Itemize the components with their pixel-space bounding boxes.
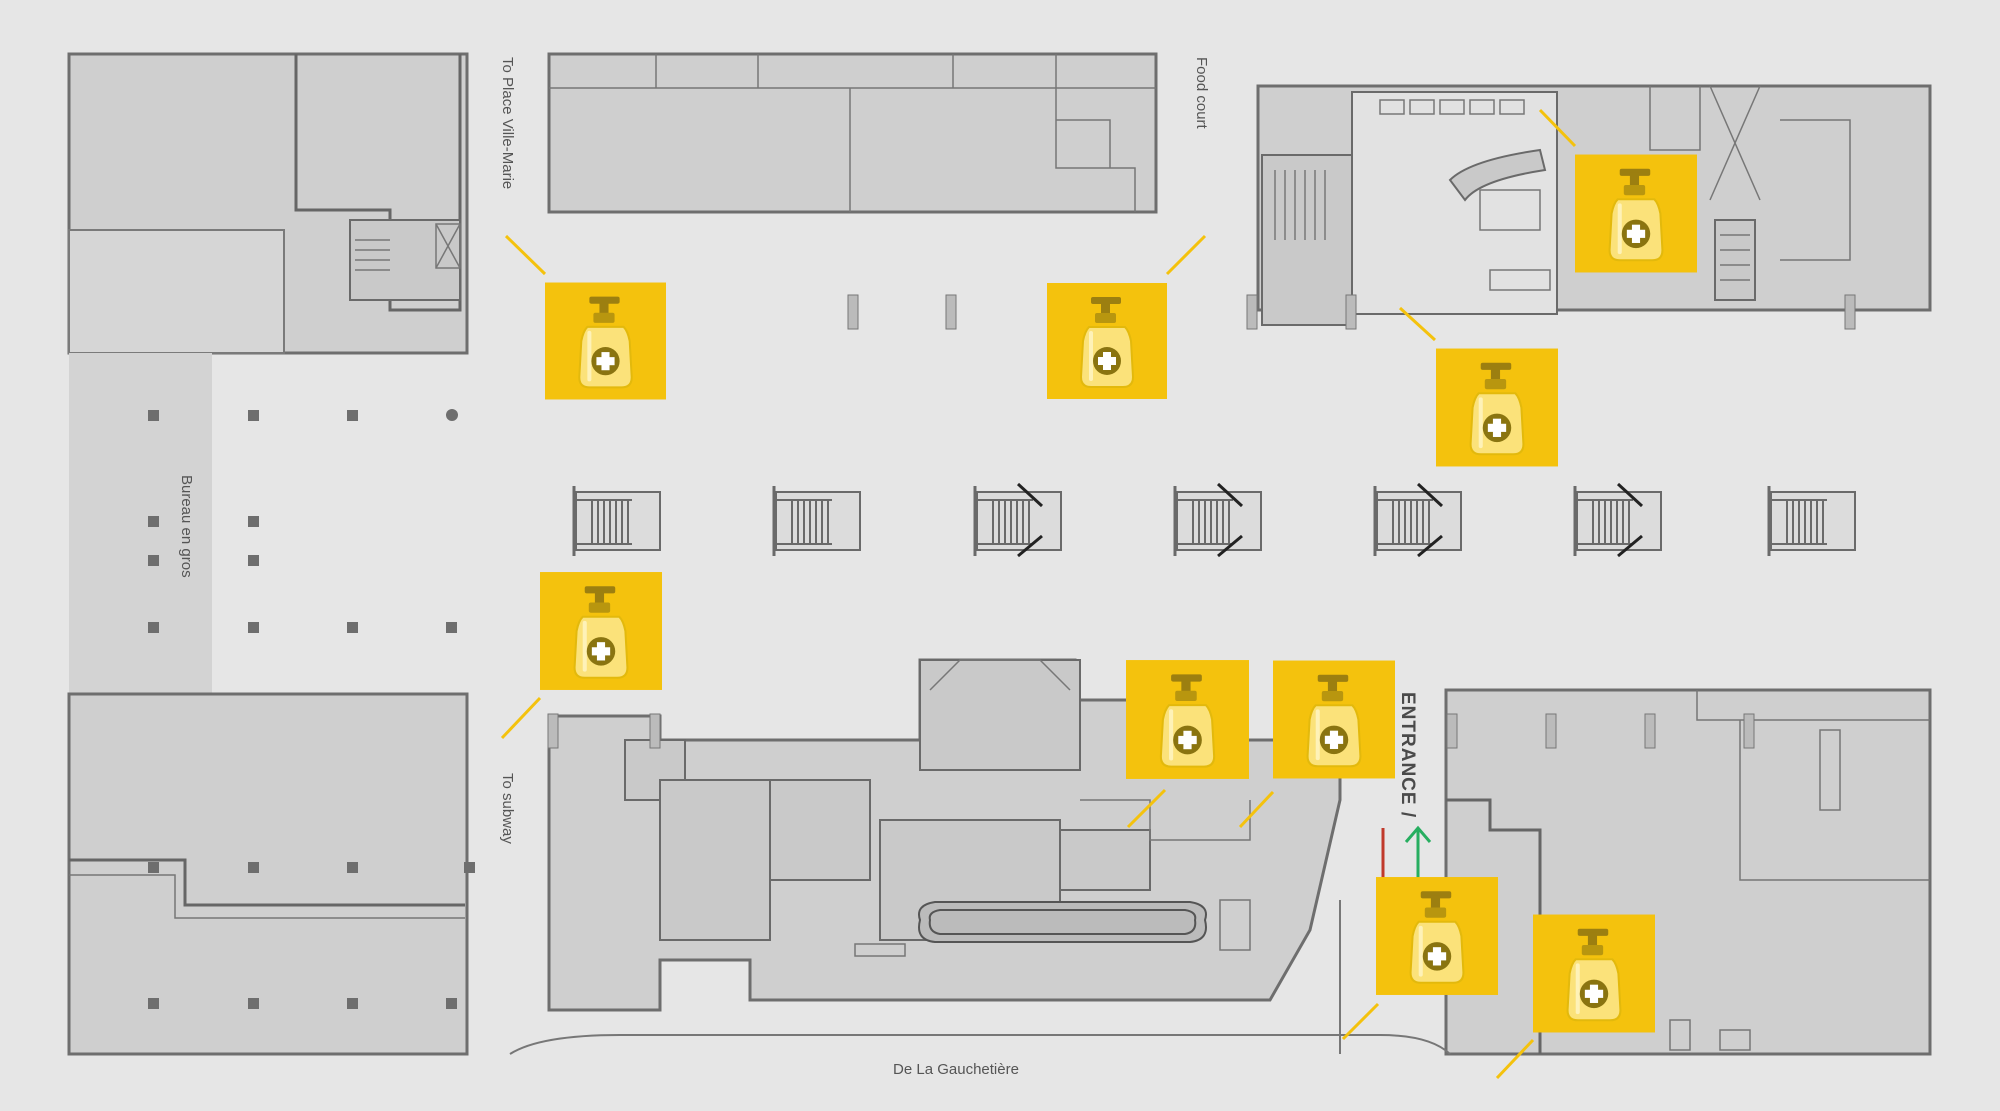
label-food-court: Food court	[1193, 57, 1210, 130]
escalator	[1173, 484, 1263, 558]
hand-sanitizer-icon[interactable]	[1575, 155, 1697, 273]
hand-sanitizer-icon[interactable]	[1047, 283, 1167, 399]
hand-sanitizer-icon[interactable]	[1436, 349, 1558, 467]
escalator	[572, 484, 662, 558]
escalator	[1767, 484, 1857, 558]
escalator	[772, 484, 862, 558]
label-to-place-ville-marie: To Place Ville-Marie	[499, 57, 516, 189]
hand-sanitizer-icon[interactable]	[540, 572, 662, 690]
label-entrance: ENTRANCE /	[1397, 692, 1418, 818]
entrance-arrows	[1381, 825, 1432, 880]
label-bureau-en-gros: Bureau en gros	[178, 475, 195, 578]
hand-sanitizer-icon[interactable]	[545, 283, 666, 400]
bottom-right-building	[1444, 688, 1932, 1056]
label-street: De La Gauchetière	[893, 1061, 1019, 1078]
marker-leader-lines	[500, 108, 1577, 1080]
label-to-subway: To subway	[499, 773, 516, 844]
hand-sanitizer-icon[interactable]	[1376, 877, 1498, 995]
top-middle-building	[547, 52, 1158, 214]
escalators	[572, 482, 1857, 558]
hand-sanitizer-icon[interactable]	[1533, 915, 1655, 1033]
corridor-columns	[547, 294, 1856, 749]
left-building	[67, 52, 469, 1056]
escalator	[973, 484, 1063, 558]
hand-sanitizer-icon[interactable]	[1273, 661, 1395, 779]
hand-sanitizer-icon[interactable]	[1126, 660, 1249, 779]
pillars	[148, 409, 475, 1009]
escalator	[1573, 484, 1663, 558]
street-curb	[509, 1034, 1451, 1055]
escalator	[1373, 484, 1463, 558]
